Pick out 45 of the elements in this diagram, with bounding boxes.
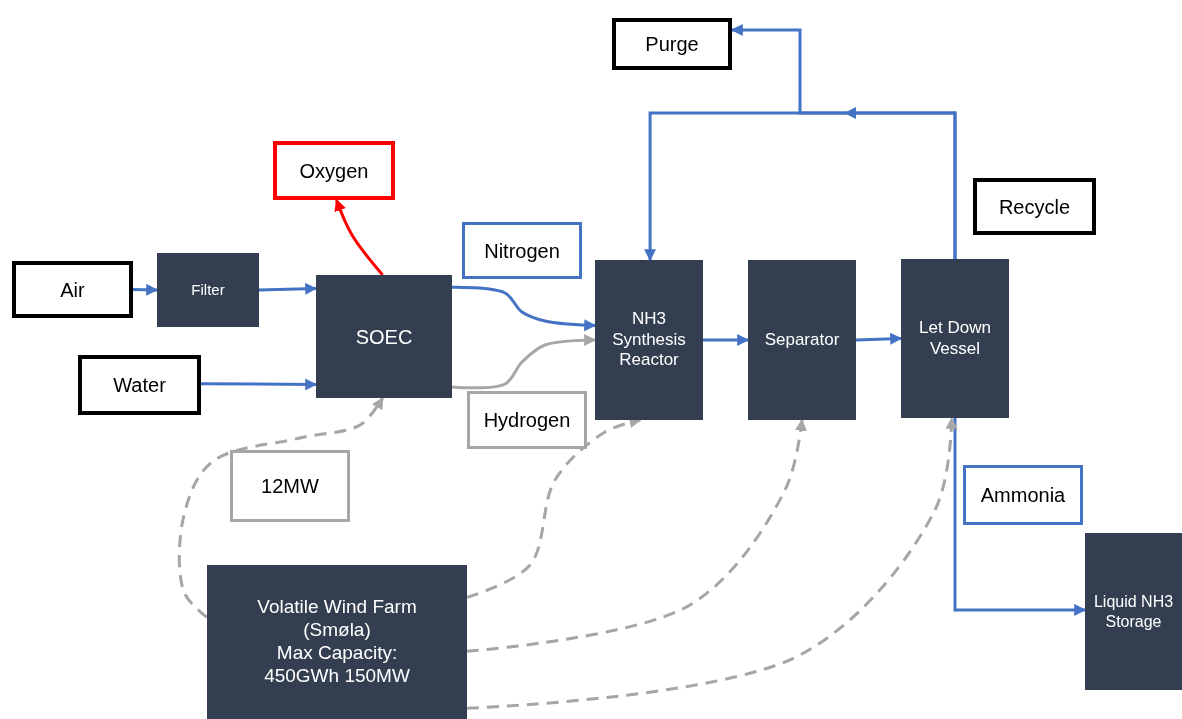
node-label: Purge <box>645 32 699 56</box>
arrow <box>452 285 597 332</box>
node-label: Hydrogen <box>483 408 571 432</box>
dashed-arrow <box>466 416 958 710</box>
label-box <box>963 465 1083 525</box>
arrow <box>334 198 384 276</box>
node-label: Filter <box>191 281 225 299</box>
process-box <box>748 260 856 420</box>
label-box <box>467 391 587 449</box>
label-box <box>612 18 732 70</box>
dashed-arrow <box>177 396 384 619</box>
node-label: Volatile Wind Farm (Smøla) <box>256 596 418 642</box>
label-box <box>273 141 395 200</box>
node-label: Recycle <box>998 194 1071 219</box>
process-box <box>316 275 452 398</box>
node-label: Max Capacity: 450GWh 150MW <box>263 642 411 688</box>
process-box <box>207 565 467 719</box>
node-label: Ammonia <box>980 483 1066 507</box>
arrow <box>451 334 597 390</box>
node-label: 12MW <box>261 474 319 498</box>
node-label: Water <box>113 373 166 397</box>
process-box <box>1085 533 1182 690</box>
node-label: NH3 Synthesis Reactor <box>611 309 687 371</box>
arrow <box>258 282 318 295</box>
arrow <box>855 332 903 345</box>
arrow <box>201 378 318 391</box>
label-box <box>462 222 582 279</box>
process-box <box>595 260 703 420</box>
dashed-arrow <box>466 418 807 653</box>
label-box <box>230 450 350 522</box>
label-box <box>78 355 201 415</box>
arrow <box>132 283 159 296</box>
arrow <box>703 334 750 346</box>
node-label: Oxygen <box>299 158 369 183</box>
node-label: Let Down Vessel <box>918 318 992 359</box>
node-label: SOEC <box>355 324 413 349</box>
label-box <box>973 178 1096 235</box>
process-box <box>901 259 1009 418</box>
node-label: Nitrogen <box>484 238 560 263</box>
arrow <box>953 418 1087 616</box>
node-label: Separator <box>764 329 840 351</box>
process-box <box>157 253 259 327</box>
node-label: Air <box>60 277 85 302</box>
node-label: Liquid NH3 Storage <box>1092 592 1175 631</box>
label-box <box>12 261 133 318</box>
